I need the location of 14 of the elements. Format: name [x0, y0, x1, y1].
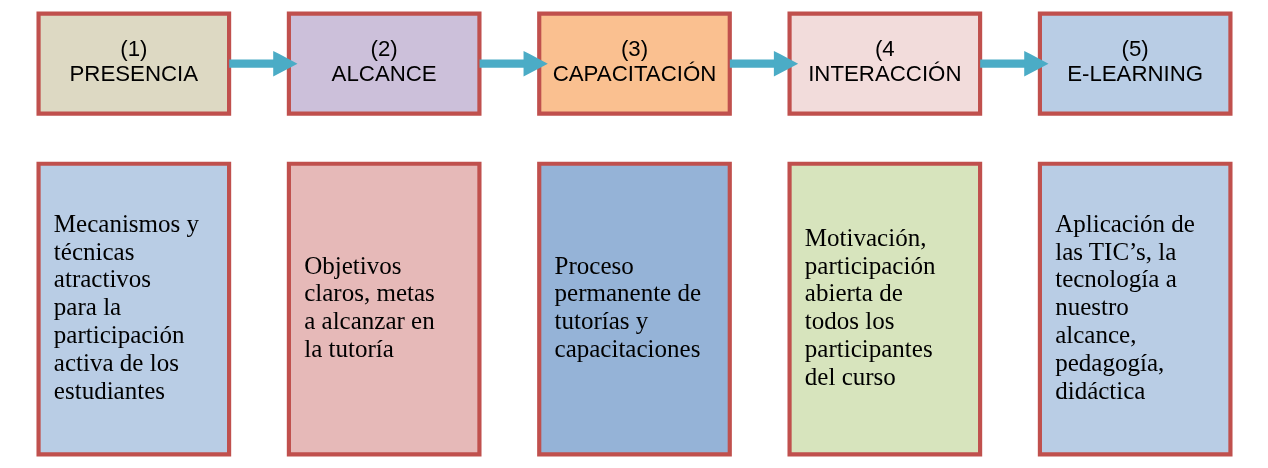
node-box: Proceso permanente de tutorías y capacitaciones: [536, 161, 732, 457]
node-box: (4 INTERACCIÓN: [787, 11, 982, 116]
node-box: (5) E-LEARNING: [1037, 11, 1233, 116]
node-box: Objetivos claros, metas a alcanzar en la tutoría: [286, 161, 481, 457]
node-box: (3) CAPACITACIÓN: [536, 11, 732, 116]
arrow: [228, 50, 297, 77]
node-box: (2) ALCANCE: [286, 11, 481, 116]
node-box: (1) PRESENCIA: [35, 11, 231, 116]
arrow: [479, 50, 548, 77]
node-box: Motivación, participación abierta de todos los participantes del curso: [787, 161, 982, 457]
node-box: Mecanismos y técnicas atractivos para la participación activa de los estudiantes: [35, 161, 231, 457]
node-box: Aplicación de las TIC’s, la tecnología a nuestro alcance, pedagogía, didáctica: [1037, 161, 1233, 457]
arrow: [979, 50, 1048, 77]
arrow: [729, 50, 798, 77]
